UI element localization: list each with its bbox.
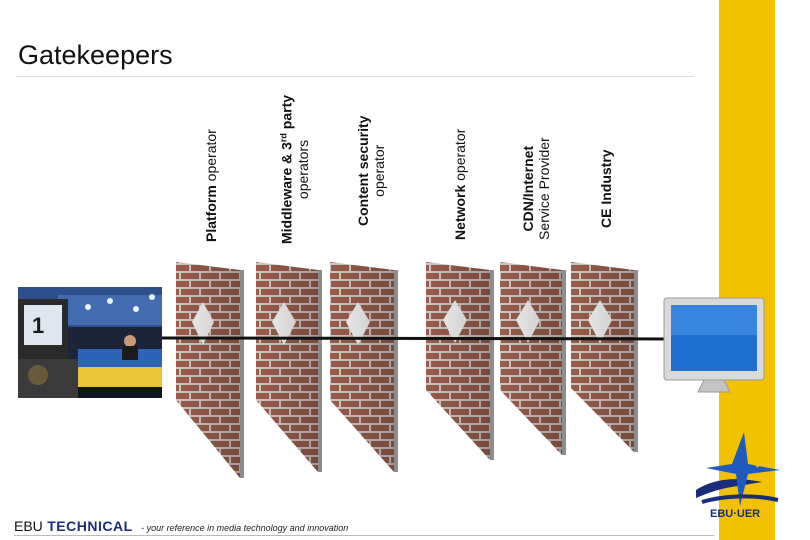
tv-monitor-icon — [663, 297, 765, 393]
footer-division: TECHNICAL — [47, 518, 133, 534]
footer-divider — [14, 535, 714, 536]
yellow-accent-bar — [719, 0, 775, 540]
brick-wall-cdn — [500, 262, 566, 455]
slide-title: Gatekeepers — [18, 40, 173, 70]
brick-wall-ce-industry — [571, 262, 638, 452]
signal-line — [159, 336, 671, 341]
footer-org: EBU — [14, 518, 43, 534]
svg-text:1: 1 — [32, 313, 44, 338]
tv-studio-image: 1 — [18, 287, 162, 398]
brick-wall-content-security — [330, 262, 398, 472]
footer: EBU TECHNICAL - your reference in media … — [14, 518, 348, 536]
brick-wall-platform — [176, 262, 244, 478]
brick-wall-network — [426, 262, 494, 460]
title-divider — [16, 76, 694, 77]
footer-tagline: - your reference in media technology and… — [141, 523, 349, 533]
ebu-logo-icon — [696, 432, 780, 506]
ebu-logo-text: EBU·UER — [710, 508, 761, 520]
brick-wall-middleware — [256, 262, 322, 472]
